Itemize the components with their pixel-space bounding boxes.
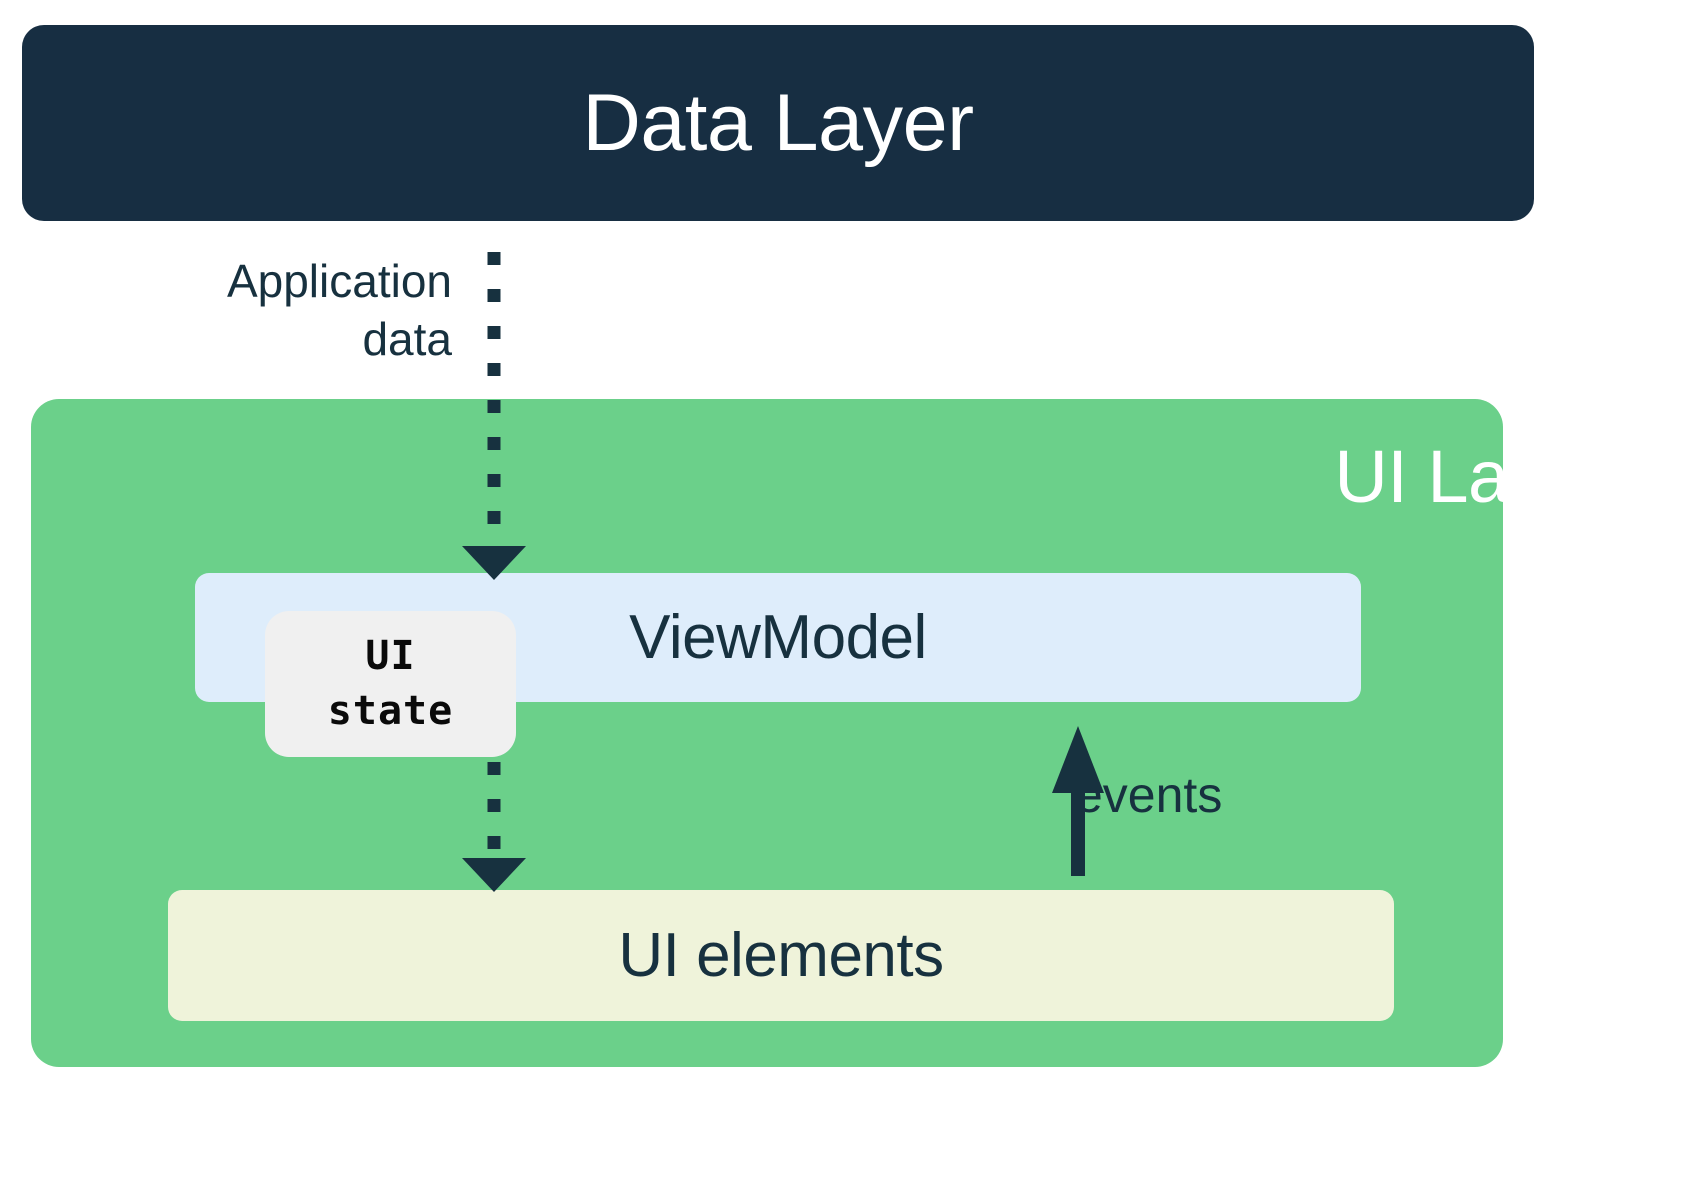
ui-state-chip: UI state [265, 611, 516, 757]
ui-layer-title: UI Layer [1334, 435, 1610, 518]
data-layer-box: Data Layer [22, 25, 1534, 221]
application-data-label: Application data [226, 255, 452, 366]
ui-elements-title: UI elements [618, 920, 944, 990]
ui-state-label-line2: state [327, 688, 454, 734]
ui-elements-box: UI elements [168, 890, 1394, 1021]
viewmodel-title: ViewModel [629, 602, 927, 672]
events-label: events [1075, 767, 1223, 823]
data-layer-title: Data Layer [582, 77, 974, 168]
ui-state-label-line1: UI [365, 632, 416, 679]
